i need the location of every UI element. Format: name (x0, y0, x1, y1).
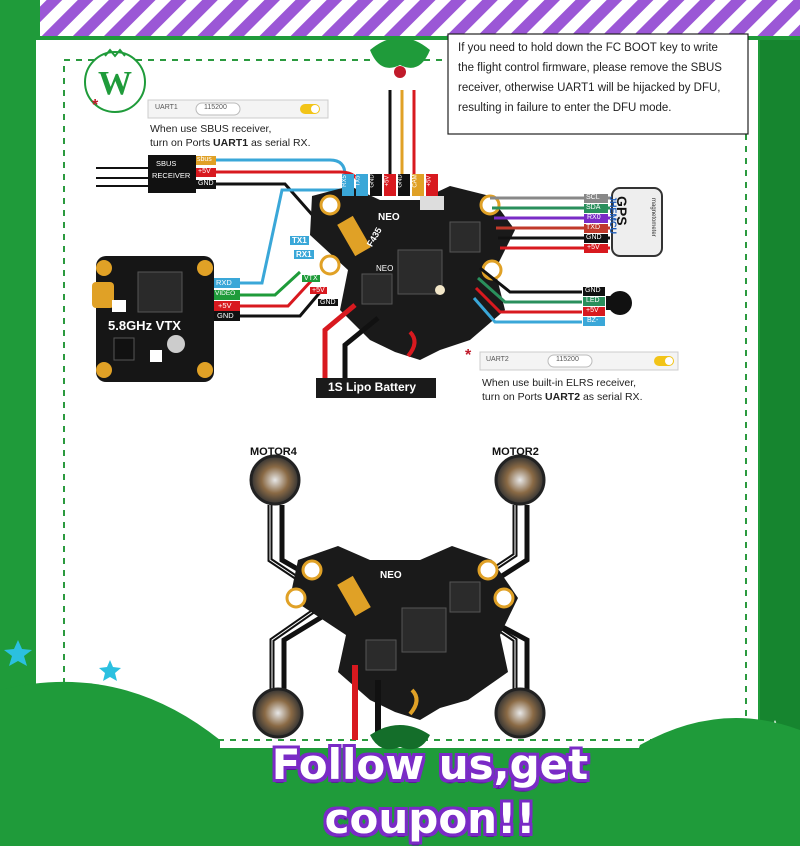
fc-top-pad: CAM (412, 174, 419, 188)
wiring-diagram: W * * (0, 0, 800, 750)
elrs-note-port: UART2 (545, 391, 581, 403)
gps-sub: magnetometer (650, 198, 656, 237)
dfu-warning-line: the flight control firmware, please remo… (458, 62, 722, 74)
sbus-note-prefix: turn on Ports (150, 137, 214, 149)
buzzer-pin-label: BZ- (587, 317, 599, 324)
fc-pad-gnd: GND (318, 299, 338, 306)
logo-letter: W (98, 65, 132, 102)
fc-pad-vtx: VTX (302, 275, 320, 282)
fc-pad-rx1: RX1 (294, 250, 314, 259)
fc-top-pads (342, 90, 438, 196)
svg-text:*: * (465, 347, 472, 364)
dfu-warning-text: If you need to hold down the FC BOOT key… (458, 38, 722, 118)
sbus-note-port: UART1 (213, 137, 249, 149)
fc-top-pad: GND (369, 174, 376, 188)
port-strip-uart2-label: UART2 (486, 356, 509, 363)
gps-pin-label: SCL (586, 194, 600, 201)
sbus-pin-label: +5V (198, 168, 211, 175)
port-strip-uart2 (479, 351, 679, 371)
buzzer-pin-label: +5V (586, 307, 599, 314)
sbus-receiver (96, 155, 216, 193)
dfu-warning-line: receiver, otherwise UART1 will be hijack… (458, 82, 721, 94)
sbus-pin-label: sbus (197, 156, 212, 163)
fc-name-bottom: NEO (376, 264, 394, 273)
port-strip-uart1-baud: 115200 (204, 104, 227, 111)
sbus-receiver-subtitle: RECEIVER (152, 171, 191, 180)
dfu-warning-line: resulting in failure to enter the DFU mo… (458, 102, 672, 114)
bottom-ornament-icon (370, 725, 430, 750)
gps-pin-label: TXD (586, 224, 600, 231)
elrs-note-line1: When use built-in ELRS receiver, (482, 377, 637, 389)
fc-top-pad: GND (397, 174, 404, 188)
vtx-pin-label: GND (217, 311, 234, 320)
vtx-pin-labels (214, 278, 240, 321)
gps-pin-label: +5V (587, 244, 600, 251)
vtx-pin-label: +5V (218, 301, 232, 310)
vtx-pin-label: VIDEO (215, 290, 236, 297)
port-strip-uart2-baud: 115200 (556, 356, 579, 363)
buzzer-wires (472, 266, 582, 324)
sbus-note-line1: When use SBUS receiver, (150, 123, 272, 135)
gps-pin-labels (584, 194, 608, 253)
gps-pin-label: GND (586, 234, 602, 241)
fc-pad-tx1: TX1 (290, 236, 309, 245)
gps-module (611, 187, 663, 257)
fc-top-pad: +5V (384, 175, 391, 187)
fc-name: NEO (378, 212, 400, 223)
motor4-label: MOTOR4 (250, 446, 297, 458)
vtx-label: 5.8GHz VTX (108, 318, 181, 333)
battery-label: 1S Lipo Battery (328, 380, 417, 394)
store-logo-icon: W (84, 48, 146, 113)
battery-wires (322, 303, 380, 385)
vtx-pin-label: RXD (216, 278, 232, 287)
flight-controller-top (310, 186, 515, 360)
coupon-banner[interactable]: Follow us,get coupon!! (271, 740, 589, 843)
port-strip-uart1-label: UART1 (155, 104, 178, 111)
elrs-note-prefix: turn on Ports (482, 391, 546, 403)
buzzer-pin-labels (583, 287, 605, 326)
gps-pin-label: RX0 (587, 214, 601, 221)
vtx-module (92, 256, 214, 382)
dfu-warning-line: If you need to hold down the FC BOOT key… (458, 42, 718, 54)
sbus-receiver-title: SBUS (156, 159, 177, 168)
fc-pad-5v: +5V (310, 287, 327, 294)
fc-top-pad: +5V (426, 175, 433, 187)
dfu-warning-box (447, 33, 749, 135)
buzzer-pin-label: GND (585, 287, 601, 294)
top-ornament-icon (370, 37, 430, 78)
gps-brand: JHEMCU (608, 196, 618, 235)
purple-stripe-band (0, 0, 800, 36)
svg-text:*: * (92, 97, 99, 114)
fc-top-pad: TX5 (355, 175, 362, 187)
fc-top-pad: RX5 (341, 175, 348, 187)
sbus-note: When use SBUS receiver, turn on Ports UA… (150, 122, 310, 150)
sbus-note-suffix: as serial RX. (248, 137, 311, 149)
elrs-note: When use built-in ELRS receiver, turn on… (482, 376, 642, 404)
motor2-label: MOTOR2 (492, 446, 539, 458)
port-strip-uart1 (147, 99, 329, 119)
buzzer-pin-label: LED (586, 297, 600, 304)
vtx-wires (240, 188, 355, 318)
gps-pin-label: SDA (586, 204, 601, 211)
battery-label-box (316, 378, 436, 398)
led-buzzer-icon (606, 291, 632, 315)
sbus-pin-label: GND (198, 180, 214, 187)
fc-bottom-name: NEO (380, 570, 402, 581)
bottom-quad-diagram (267, 505, 530, 740)
motor-icons (249, 454, 546, 739)
elrs-note-suffix: as serial RX. (580, 391, 643, 403)
